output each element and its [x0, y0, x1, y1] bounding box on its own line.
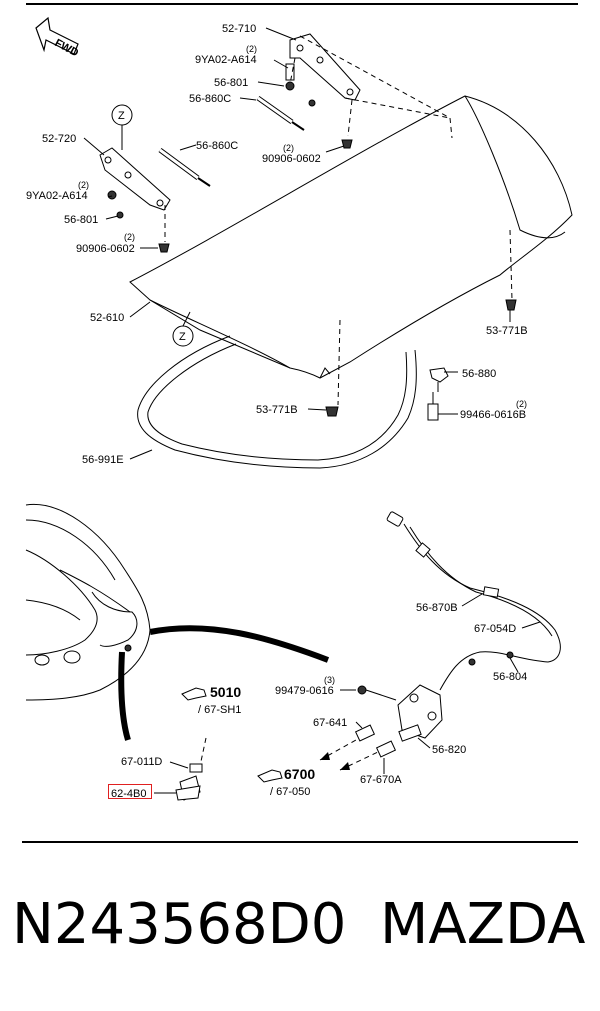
label-52-720: 52-720: [42, 133, 76, 145]
label-67-670a: 67-670A: [360, 774, 402, 786]
label-56-880: 56-880: [462, 368, 496, 380]
label-5010: 5010: [210, 684, 241, 700]
gas-strut-lower: [158, 147, 211, 187]
label-67-054d: 67-054D: [474, 623, 516, 635]
label-90906-0602-top: 90906-0602: [262, 153, 321, 165]
label-56-801-mid: 56-801: [64, 214, 98, 226]
part-number: N243568D0: [12, 892, 347, 957]
trunk-latch: [357, 684, 443, 742]
bumper-stopper: [429, 367, 449, 392]
release-cable: [386, 511, 561, 691]
label-67-641: 67-641: [313, 717, 347, 729]
label-9ya02-a614-mid: 9YA02-A614: [26, 190, 88, 202]
label-62-4b0: 62-4B0: [111, 788, 146, 800]
trunk-lid: [129, 95, 573, 406]
hand-icon-5010: [181, 687, 207, 701]
qty-90906-mid: (2): [124, 232, 135, 242]
label-56-991e: 56-991E: [82, 454, 124, 466]
weatherstrip: [137, 335, 417, 469]
label-53-771b-center: 53-771B: [256, 404, 298, 416]
label-99466-0616b: 99466-0616B: [460, 409, 526, 421]
hinge-upper: [285, 33, 361, 101]
opener-switch: [175, 737, 207, 801]
qty-9ya02-mid: (2): [78, 180, 89, 190]
fwd-arrow-icon: FWD: [35, 16, 81, 59]
label-56-801-top: 56-801: [214, 77, 248, 89]
qty-9ya02-top: (2): [246, 44, 257, 54]
leaders-lower: [154, 593, 541, 794]
hinge-lower: [99, 147, 171, 219]
car-rear-view: [25, 503, 151, 701]
locator-arrow: [149, 625, 330, 663]
label-53-771b-right: 53-771B: [486, 325, 528, 337]
label-z-upper: Z: [118, 110, 125, 122]
highlight-box-62-4b0: [108, 784, 152, 799]
hand-icon-6700: [257, 769, 283, 783]
label-6700: 6700: [284, 766, 315, 782]
qty-99466: (2): [516, 399, 527, 409]
bolt: [427, 392, 439, 421]
label-67-011d: 67-011D: [121, 756, 162, 768]
label-56-804: 56-804: [493, 671, 527, 683]
label-56-860c-top: 56-860C: [189, 93, 231, 105]
label-67-050: / 67-050: [270, 786, 310, 798]
leaders-upper: [83, 27, 511, 460]
label-90906-0602-mid: 90906-0602: [76, 243, 135, 255]
qty-90906-top: (2): [283, 143, 294, 153]
gas-strut-upper: [256, 95, 316, 131]
label-56-860c-mid: 56-860C: [196, 140, 238, 152]
label-52-710: 52-710: [222, 23, 256, 35]
label-99479-0616: 99479-0616: [275, 685, 334, 697]
label-z-lower: Z: [179, 331, 186, 343]
label-52-610: 52-610: [90, 312, 124, 324]
label-67-sh1: / 67-SH1: [198, 704, 241, 716]
connector-rod: [319, 724, 397, 771]
label-56-870b: 56-870B: [416, 602, 458, 614]
qty-99479: (3): [324, 675, 335, 685]
label-9ya02-a614-top: 9YA02-A614: [195, 54, 257, 66]
label-56-820: 56-820: [432, 744, 466, 756]
brand-name: MAZDA: [380, 892, 586, 957]
fwd-label: FWD: [53, 37, 81, 59]
